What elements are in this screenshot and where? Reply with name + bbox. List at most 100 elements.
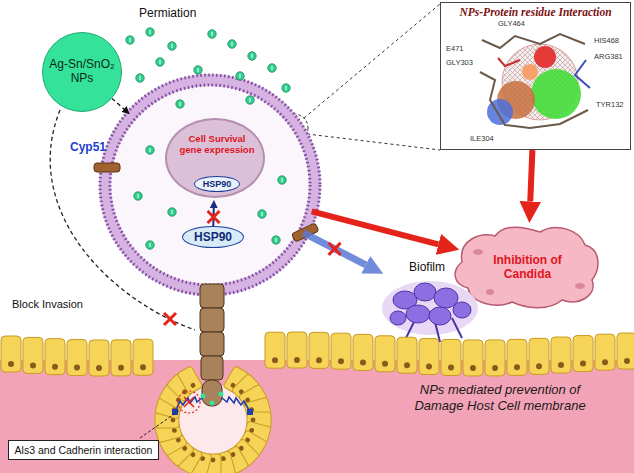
cell-nucleus <box>602 359 608 365</box>
nanoparticle-mark <box>150 148 151 152</box>
connector-arrow <box>312 211 439 244</box>
candida-cell <box>100 75 320 295</box>
residue-label: E471 <box>446 44 464 53</box>
nanoparticle-mark <box>198 68 199 72</box>
epithelial-cell <box>573 336 593 372</box>
protein-name: HSP90 <box>203 179 232 189</box>
epithelial-cell <box>617 333 634 369</box>
nucleus-text: Cell Survival gene expression <box>177 134 257 155</box>
nanoparticle-mark <box>172 44 173 48</box>
hsp90-oval: HSP90 <box>182 226 244 248</box>
protein-residue-model <box>480 34 590 128</box>
connector-arrow <box>303 233 365 265</box>
panel-title: NPs-Protein residue Interaction <box>441 6 630 18</box>
nanoparticle <box>168 208 176 216</box>
hypha <box>200 284 224 406</box>
epithelial-cell <box>397 337 417 373</box>
nanoparticle-mark <box>160 60 161 64</box>
protein-name: HSP90 <box>194 230 232 244</box>
epithelial-cell <box>287 332 307 368</box>
block-mark <box>208 211 220 223</box>
nanoparticle-mark <box>272 66 273 70</box>
residue-label: GLY464 <box>498 19 525 28</box>
nanoparticle <box>134 192 142 200</box>
cell-nucleus <box>624 358 630 364</box>
nanoparticle-mark <box>286 86 287 90</box>
cell-nucleus <box>294 357 300 363</box>
outcome-text: Inhibition of Candida <box>480 254 575 282</box>
cell-nucleus <box>8 361 14 367</box>
nanoparticle <box>236 72 244 80</box>
nanoparticles <box>126 28 290 249</box>
nanoparticle-mark <box>240 74 241 78</box>
nanoparticle <box>258 210 266 218</box>
cell-nucleus <box>514 364 520 370</box>
nanoparticle <box>278 176 286 184</box>
nanoparticle <box>168 42 176 50</box>
nanoparticle-mark <box>252 54 253 58</box>
epithelial-cell <box>551 337 571 373</box>
cell-nucleus <box>338 358 344 364</box>
nanoparticle <box>176 100 184 108</box>
residue-label: HIS468 <box>594 36 619 45</box>
cell-nucleus <box>470 365 476 371</box>
residue-label: ARG381 <box>594 52 623 61</box>
leader-line <box>140 410 180 438</box>
cell-nucleus <box>404 362 410 368</box>
epithelial-cell <box>67 340 87 376</box>
cell-nucleus <box>536 363 542 369</box>
nanoparticle-mark <box>172 210 173 214</box>
nanoparticle-mark <box>130 38 131 42</box>
nanoparticle-mark <box>150 243 151 247</box>
nucleus: Cell Survival gene expressionHSP90 <box>165 118 265 198</box>
residue-label: ILE304 <box>470 134 494 143</box>
host-tissue: NPs mediated prevention of Damage Host C… <box>0 330 634 473</box>
nanoparticle <box>248 52 256 60</box>
nanoparticle-mark <box>276 238 277 242</box>
cell-nucleus <box>118 365 124 371</box>
epithelial-cell <box>507 339 527 375</box>
connector-arrow <box>112 98 124 109</box>
epithelial-cell <box>463 340 483 376</box>
cell-nucleus <box>426 364 432 370</box>
block-mark <box>164 313 176 325</box>
nanoparticle <box>268 64 276 72</box>
residue-label: TYR132 <box>596 100 624 109</box>
cell-nucleus <box>492 365 498 371</box>
cyp51-receptor <box>94 163 120 172</box>
nanoparticle-mark <box>140 76 141 80</box>
cell-nucleus <box>360 359 366 365</box>
biofilm-group: Biofilm <box>385 260 480 338</box>
nanoparticle <box>146 241 154 249</box>
residue-label: GLY303 <box>446 58 473 67</box>
zoom-line <box>304 4 440 118</box>
cell-nucleus <box>316 357 322 363</box>
nanoparticle <box>208 30 216 38</box>
nanoparticle-mark <box>212 32 213 36</box>
connector-arrow <box>530 150 532 201</box>
nanoparticle <box>146 28 154 36</box>
outcome-shape: Inhibition of Candida <box>455 225 600 310</box>
nanoparticle-mark <box>180 102 181 106</box>
zoom-line <box>307 134 440 150</box>
nanoparticle-mark <box>232 42 233 46</box>
als3-coils <box>172 391 253 415</box>
epithelial-cell <box>265 332 285 368</box>
cell-nucleus <box>272 357 278 363</box>
cell-hole <box>575 283 585 289</box>
epithelial-cell <box>419 339 439 375</box>
nanoparticle <box>146 146 154 154</box>
epithelial-cell <box>23 337 43 373</box>
epithelial-cell <box>529 338 549 374</box>
epithelial-cell <box>309 332 329 368</box>
cell-nucleus <box>580 361 586 367</box>
callout-box: Als3 and Cadherin interaction <box>8 440 159 460</box>
process-label: Block Invasion <box>12 298 83 310</box>
epithelial-cell <box>441 339 461 375</box>
cell-nucleus <box>140 364 146 370</box>
cell-nucleus <box>382 361 388 367</box>
epithelial-cell <box>595 334 615 370</box>
fungal-cell: PermiationCell Survival gene expressionH… <box>105 80 315 290</box>
nanoparticle <box>194 66 202 74</box>
